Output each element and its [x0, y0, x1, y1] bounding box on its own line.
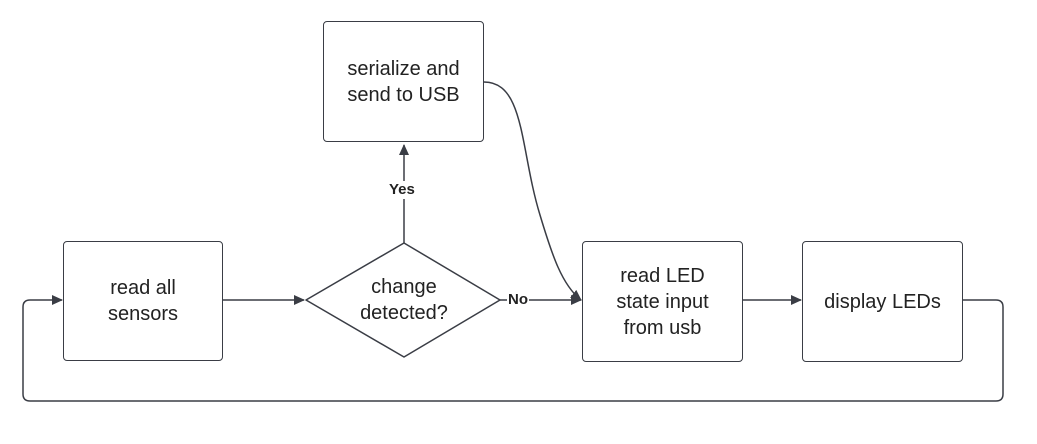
node-change-detected: change detected? — [326, 260, 482, 340]
node-serialize-send: serialize and send to USB — [323, 21, 484, 142]
node-change-detected-label: change detected? — [360, 276, 448, 324]
node-display-leds: display LEDs — [802, 241, 963, 362]
edge-label-yes: Yes — [388, 181, 416, 199]
node-read-led-state: read LED state input from usb — [582, 241, 743, 362]
edge-label-no: No — [507, 291, 529, 309]
edge-serialize-to-read-led — [483, 81, 582, 301]
node-serialize-send-label: serialize and send to USB — [347, 57, 460, 106]
node-read-led-state-label: read LED state input from usb — [616, 264, 709, 339]
decision-diamond — [305, 242, 501, 358]
node-read-all-sensors-label: read all sensors — [107, 277, 179, 325]
edge-loop-back — [22, 295, 1004, 402]
node-display-leds-label: display LEDs — [824, 290, 941, 313]
node-read-all-sensors: read all sensors — [63, 241, 223, 361]
